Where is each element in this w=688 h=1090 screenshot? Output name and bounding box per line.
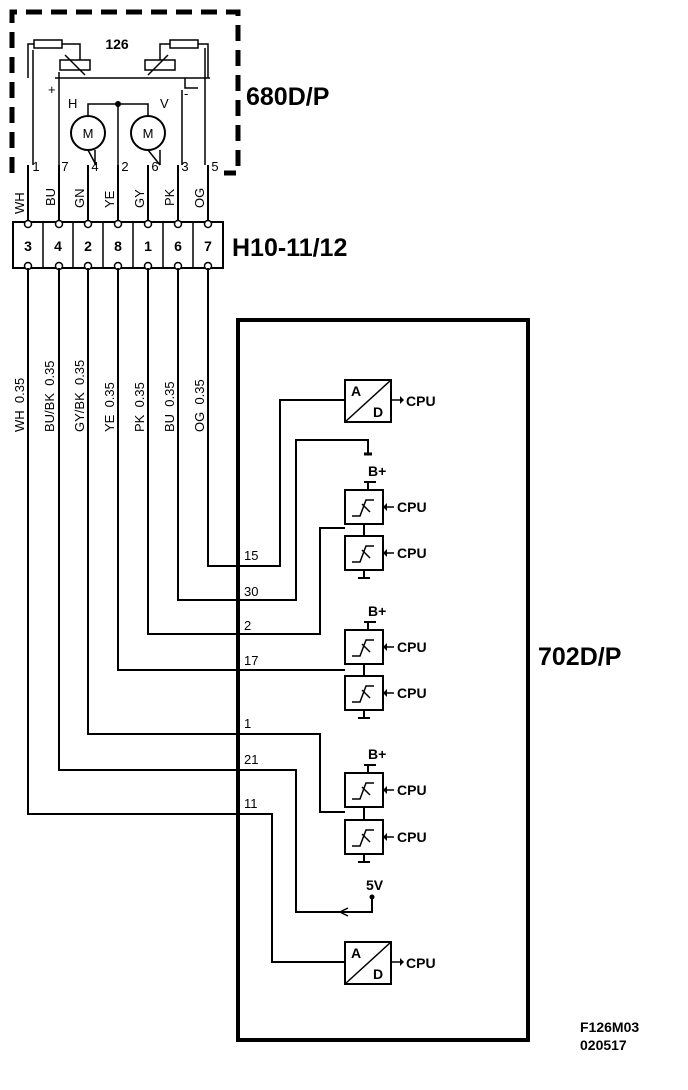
pin-1: 1 bbox=[32, 159, 39, 174]
wire-label-pk: PK 0.35 bbox=[132, 382, 147, 432]
wire-color-bu: BU bbox=[43, 188, 58, 206]
component-680dp-label: 680D/P bbox=[246, 83, 329, 111]
ad-bottom-d: D bbox=[373, 966, 383, 982]
bplus-2: B+ bbox=[368, 603, 386, 619]
motor-h-label: H bbox=[68, 96, 77, 111]
figure-code: F126M03 bbox=[580, 1019, 639, 1035]
ecu-pin-21: 21 bbox=[244, 752, 258, 767]
plus-label: + bbox=[48, 82, 56, 97]
motor-v-label: V bbox=[160, 96, 169, 111]
wire-color-gy: GY bbox=[132, 189, 147, 208]
motor-v-m: M bbox=[143, 126, 154, 141]
five-volt-label: 5V bbox=[366, 877, 384, 893]
motor-h-m: M bbox=[83, 126, 94, 141]
driver3-lower-cpu: CPU bbox=[397, 829, 427, 845]
wire-ye-to-pin17 bbox=[117, 268, 238, 671]
wire-og-to-pin15 bbox=[207, 268, 238, 567]
connector-pin-1: 1 bbox=[144, 238, 152, 254]
driver-stage-2: B+ CPU CPU bbox=[344, 603, 427, 719]
pin-5: 5 bbox=[211, 159, 218, 174]
wire-gybk-to-pin1 bbox=[87, 268, 238, 735]
driver-stage-3: B+ CPU CPU bbox=[344, 746, 427, 863]
upper-wire-group: WH BU GN YE GY PK OG bbox=[12, 165, 209, 222]
wire-pk-to-pin2 bbox=[147, 268, 238, 635]
connector-pin-8: 8 bbox=[114, 238, 122, 254]
harness-wire-labels: WH 0.35 BU/BK 0.35 GY/BK 0.35 YE 0.35 PK… bbox=[12, 360, 207, 432]
ad-top-d: D bbox=[373, 404, 383, 420]
connector-label: H10-11/12 bbox=[232, 234, 347, 262]
potentiometer-right bbox=[169, 39, 199, 49]
wire-label-bubk: BU/BK 0.35 bbox=[42, 360, 57, 432]
component-680dp: 126 680D/P + - H V M M 1 7 4 2 6 3 bbox=[9, 9, 329, 176]
ad-top-cpu: CPU bbox=[406, 393, 436, 409]
ad-bottom-a: A bbox=[351, 945, 361, 961]
wire-label-wh: WH 0.35 bbox=[12, 378, 27, 432]
minus-label: - bbox=[184, 86, 188, 101]
connector-pin-3: 3 bbox=[24, 238, 32, 254]
ad-top-a: A bbox=[351, 383, 361, 399]
driver-stage-1: B+ CPU CPU bbox=[344, 463, 427, 579]
wire-label-ye: YE 0.35 bbox=[102, 382, 117, 432]
ecu-702dp: 702D/P 15 30 2 17 1 21 11 5V A D CPU bbox=[236, 318, 621, 1042]
pin-3: 3 bbox=[181, 159, 188, 174]
wire-label-og: OG 0.35 bbox=[192, 379, 207, 432]
wire-bubk-to-pin21 bbox=[58, 268, 238, 771]
ecu-pin-2: 2 bbox=[244, 618, 251, 633]
bplus-3: B+ bbox=[368, 746, 386, 762]
ecu-box bbox=[236, 318, 530, 1042]
wire-bu-to-pin30 bbox=[177, 268, 238, 601]
ecu-pin-15: 15 bbox=[244, 548, 258, 563]
wire-label-bu: BU 0.35 bbox=[162, 381, 177, 432]
ecu-label: 702D/P bbox=[538, 643, 621, 671]
wire-color-pk: PK bbox=[162, 188, 177, 206]
pin-7: 7 bbox=[61, 159, 68, 174]
ecu-pin-30: 30 bbox=[244, 584, 258, 599]
wire-label-gybk: GY/BK 0.35 bbox=[72, 360, 87, 432]
connector-pin-6: 6 bbox=[174, 238, 182, 254]
driver2-upper-cpu: CPU bbox=[397, 639, 427, 655]
ecu-pin-11: 11 bbox=[244, 796, 258, 811]
sensor-element-right bbox=[144, 59, 176, 71]
ad-bottom-cpu: CPU bbox=[406, 955, 436, 971]
component-number: 126 bbox=[105, 36, 129, 52]
driver2-lower-cpu: CPU bbox=[397, 685, 427, 701]
figure-date: 020517 bbox=[580, 1037, 627, 1053]
wire-color-og: OG bbox=[192, 188, 207, 208]
connector-pin-4: 4 bbox=[54, 238, 62, 254]
pin-6: 6 bbox=[151, 159, 158, 174]
wire-color-wh: WH bbox=[12, 192, 27, 214]
driver1-lower-cpu: CPU bbox=[397, 545, 427, 561]
sensor-element-left bbox=[59, 59, 91, 71]
pin-2: 2 bbox=[121, 159, 128, 174]
bplus-1: B+ bbox=[368, 463, 386, 479]
ecu-pin-1: 1 bbox=[244, 716, 251, 731]
ad-converter-bottom: A D CPU bbox=[344, 941, 436, 985]
driver1-upper-cpu: CPU bbox=[397, 499, 427, 515]
ecu-pin-17: 17 bbox=[244, 653, 258, 668]
driver3-upper-cpu: CPU bbox=[397, 782, 427, 798]
harness-wires bbox=[27, 268, 238, 815]
wire-wh-to-pin11 bbox=[27, 268, 238, 815]
ad-converter-top: A D CPU bbox=[344, 379, 436, 423]
connector-pin-7: 7 bbox=[204, 238, 212, 254]
potentiometer-left bbox=[33, 39, 63, 49]
connector-h10: 3 4 2 8 1 6 7 H10-11/12 bbox=[12, 219, 347, 271]
wire-color-gn: GN bbox=[72, 189, 87, 209]
wire-color-ye: YE bbox=[102, 190, 117, 208]
pin-4: 4 bbox=[91, 159, 98, 174]
connector-pin-2: 2 bbox=[84, 238, 92, 254]
